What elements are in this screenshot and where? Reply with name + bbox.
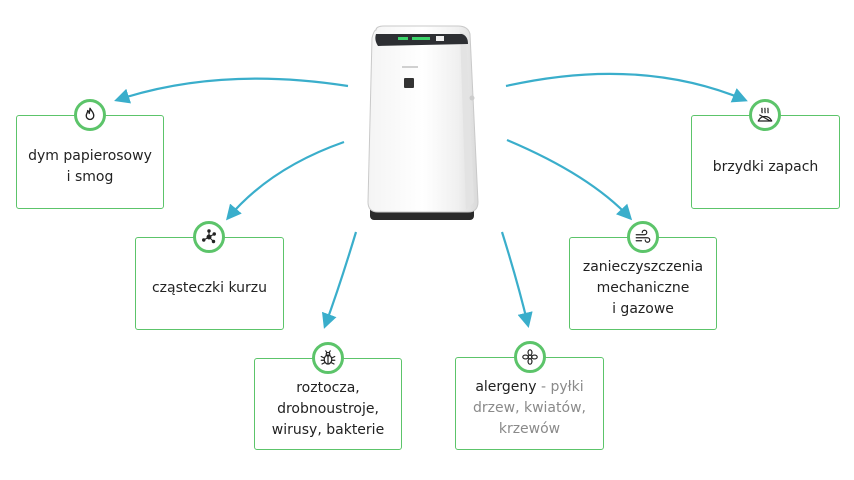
card-mites-line1: roztocza,	[296, 379, 360, 396]
arrow-to-allergens	[500, 231, 533, 328]
card-pollution-line3: i gazowe	[612, 301, 674, 317]
card-odors-line1: brzydki zapach	[712, 158, 819, 175]
card-allergens-rest1: - pyłki	[536, 379, 584, 395]
card-smoke-line2: i smog	[66, 169, 114, 185]
arrow-to-pollution	[506, 138, 633, 221]
arrow-to-odors	[505, 72, 748, 103]
arrow-to-mites	[322, 231, 358, 329]
card-allergens-rest2: drzew, kwiatów,	[473, 400, 586, 416]
flame-icon	[74, 99, 106, 131]
card-mites-line2: drobnoustroje,	[277, 400, 379, 417]
particles-icon	[193, 221, 225, 253]
card-dust-line1: cząsteczki kurzu	[151, 280, 268, 296]
card-smoke-line1: dym papierosowy	[28, 148, 152, 164]
arrow-to-smoke	[114, 77, 349, 104]
smell-icon	[749, 99, 781, 131]
bug-icon	[312, 342, 344, 374]
air-purifier-image	[362, 22, 486, 228]
card-allergens-main: alergeny	[475, 379, 537, 395]
flower-icon	[514, 341, 546, 373]
card-pollution-line1: zanieczyszczenia	[582, 259, 704, 275]
card-allergens-rest3: krzewów	[498, 421, 561, 437]
wind-icon	[627, 221, 659, 253]
card-pollution-line2: mechaniczne	[596, 280, 690, 296]
arrow-to-dust	[226, 140, 345, 221]
card-mites-line3: wirusy, bakterie	[271, 421, 385, 438]
